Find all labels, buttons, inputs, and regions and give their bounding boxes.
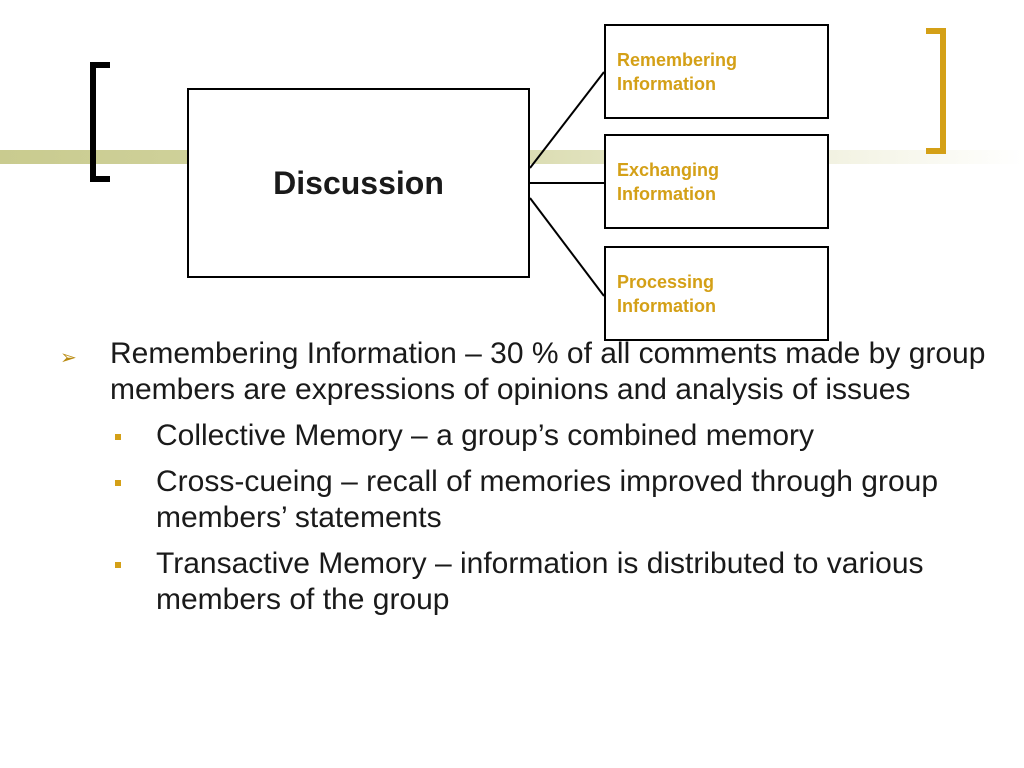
connector-processing [529, 197, 605, 297]
branch-label-line2: Information [617, 74, 716, 94]
sub-bullet-item: Cross-cueing – recall of memories improv… [60, 464, 1010, 536]
bullet-text: Remembering Information – 30 % of all co… [110, 337, 986, 406]
bullet-item-main: ➢ Remembering Information – 30 % of all … [60, 336, 1010, 408]
exchanging-information-box: Exchanging Information [604, 134, 829, 229]
branch-label-line1: Exchanging [617, 160, 720, 180]
arrow-bullet-icon: ➢ [60, 347, 77, 369]
square-bullet-icon [115, 562, 121, 568]
remembering-information-box: Remembering Information [604, 24, 829, 119]
right-bracket-decoration [926, 28, 946, 154]
discussion-label: Discussion [273, 164, 444, 201]
square-bullet-icon [115, 480, 121, 486]
branch-label-line2: Information [617, 296, 716, 316]
discussion-box: Discussion [187, 88, 530, 278]
square-bullet-icon [115, 434, 121, 440]
sub-bullet-text: Collective Memory – a group’s combined m… [156, 419, 815, 452]
left-bracket-decoration [90, 62, 110, 182]
branch-label-line1: Processing [617, 272, 715, 292]
branch-label-line2: Information [617, 184, 716, 204]
sub-bullet-item: Transactive Memory – information is dist… [60, 546, 1010, 618]
sub-bullet-text: Transactive Memory – information is dist… [156, 547, 924, 616]
branch-label-line1: Remembering [617, 50, 738, 70]
sub-bullet-item: Collective Memory – a group’s combined m… [60, 418, 1010, 454]
processing-information-box: Processing Information [604, 246, 829, 341]
bullet-list: ➢ Remembering Information – 30 % of all … [60, 336, 1010, 628]
sub-bullet-text: Cross-cueing – recall of memories improv… [156, 465, 939, 534]
